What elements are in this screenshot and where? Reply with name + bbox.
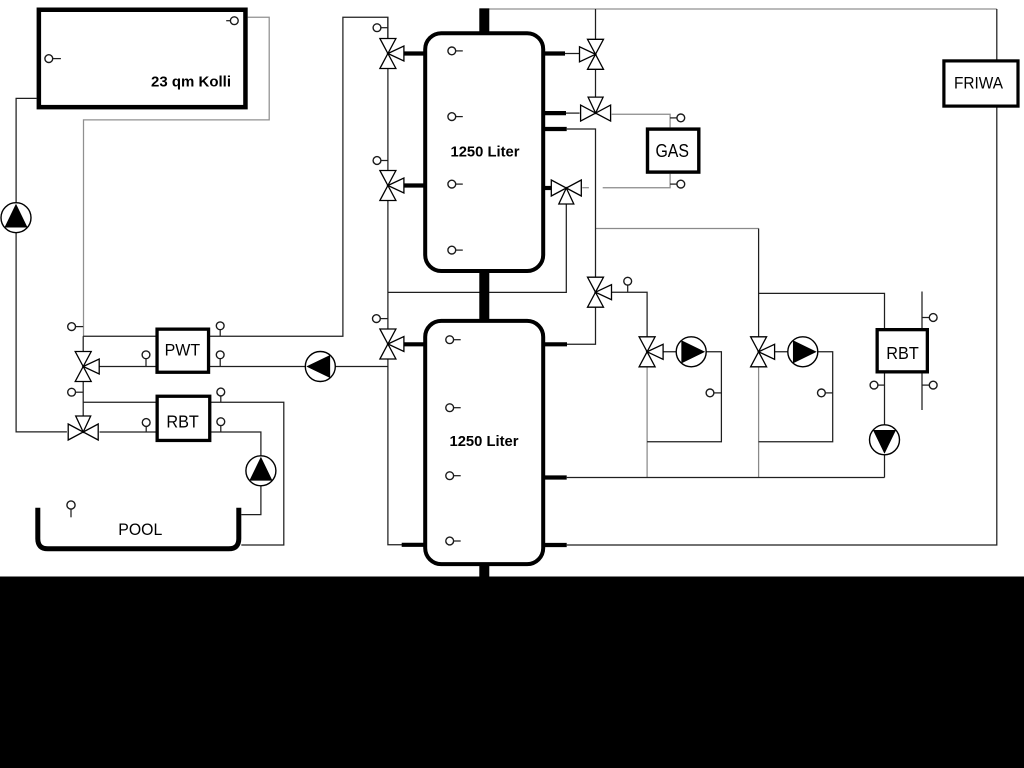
- svg-text:GAS: GAS: [655, 141, 689, 161]
- svg-text:1250 Liter: 1250 Liter: [451, 144, 520, 161]
- svg-text:POOL: POOL: [118, 520, 162, 539]
- svg-text:23 qm Kolli: 23 qm Kolli: [151, 74, 231, 91]
- svg-text:PWT: PWT: [165, 340, 201, 359]
- svg-text:RBT: RBT: [166, 411, 199, 431]
- svg-text:1250 Liter: 1250 Liter: [450, 433, 519, 450]
- svg-text:FRIWA: FRIWA: [954, 73, 1004, 92]
- svg-text:RBT: RBT: [886, 343, 919, 363]
